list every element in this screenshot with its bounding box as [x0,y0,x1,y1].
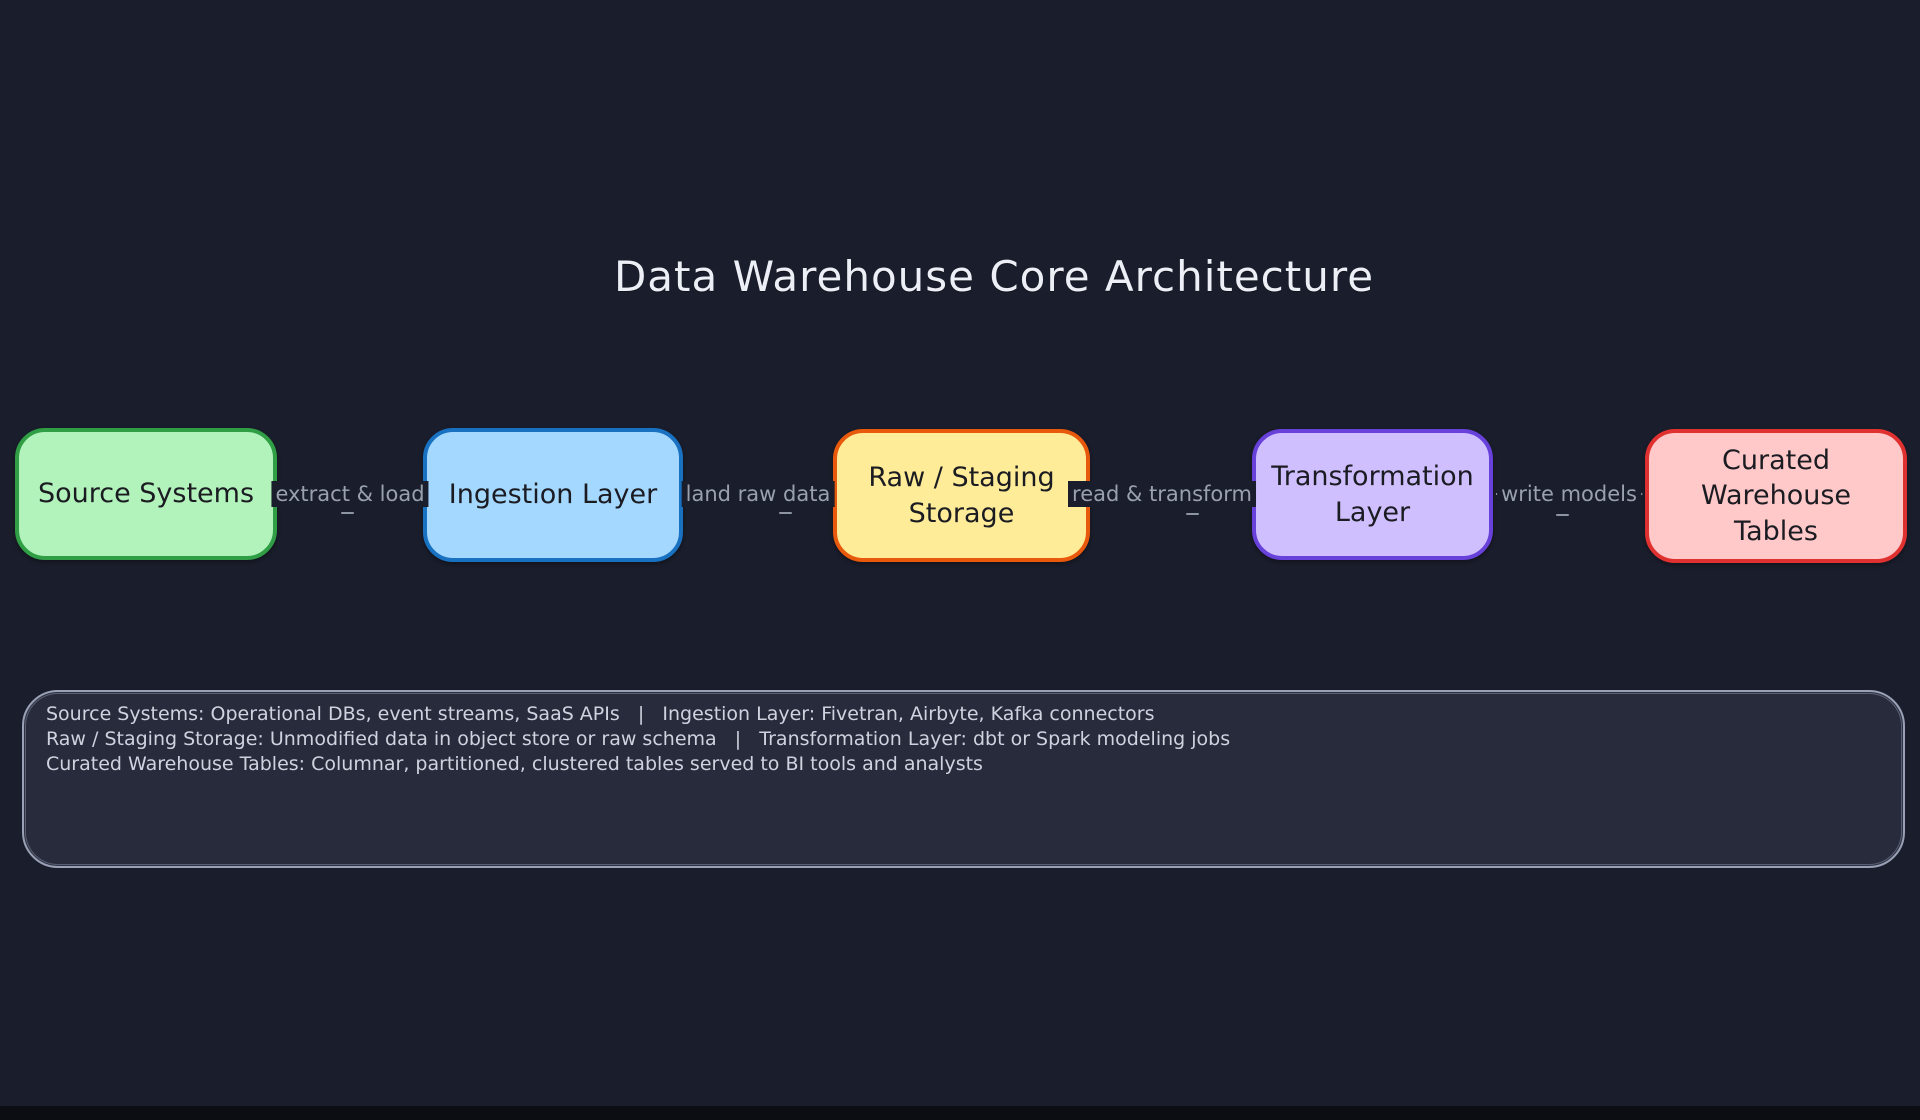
legend-line-3: Curated Warehouse Tables: Columnar, part… [46,753,983,775]
node-transformation-layer: Transformation Layer [1252,429,1493,560]
node-source-systems-label: Source Systems [37,478,255,510]
edge-label-extract-and-load: extract & load [271,481,429,507]
node-raw-staging-storage-label: Raw / Staging Storage [868,462,1055,529]
node-curated-warehouse-tables-label: Curated Warehouse Tables [1700,445,1852,547]
node-curated-warehouse-tables: Curated Warehouse Tables [1645,429,1907,563]
bottom-edge-bar [0,1106,1920,1120]
node-ingestion-layer: Ingestion Layer [423,428,683,562]
edge-line-fragment [1556,514,1569,516]
legend-line-1: Source Systems: Operational DBs, event s… [46,703,1155,725]
diagram-title: Data Warehouse Core Architecture [613,252,1375,301]
node-raw-staging-storage: Raw / Staging Storage [833,429,1090,562]
edge-line-fragment [779,512,792,514]
legend-note-box: Source Systems: Operational DBs, event s… [22,690,1905,868]
node-source-systems: Source Systems [15,428,277,560]
edge-label-land-raw-data: land raw data [681,481,835,507]
edge-line-fragment [1186,513,1199,515]
edge-label-read-and-transform: read & transform [1068,481,1256,507]
edge-line-fragment [341,512,354,514]
node-ingestion-layer-label: Ingestion Layer [448,479,658,511]
legend-line-2: Raw / Staging Storage: Unmodified data i… [46,728,1231,750]
legend-note-text: Source Systems: Operational DBs, event s… [46,702,1230,777]
edge-label-write-models: write models [1497,481,1641,507]
node-transformation-layer-label: Transformation Layer [1271,461,1474,528]
